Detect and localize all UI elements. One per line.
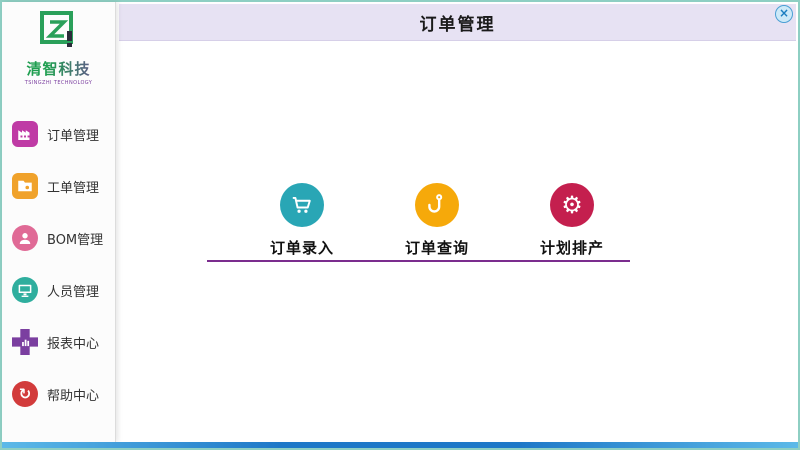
action-order-entry[interactable]: 订单录入 bbox=[262, 183, 342, 258]
sidebar-item-label: 人员管理 bbox=[47, 284, 100, 300]
refresh-icon: ↻ bbox=[12, 381, 38, 407]
sidebar-item-label: 工单管理 bbox=[47, 180, 100, 196]
page-title: 订单管理 bbox=[419, 14, 496, 35]
sidebar-item-bom-management[interactable]: BOM管理 bbox=[2, 212, 115, 264]
folder-icon bbox=[12, 173, 38, 199]
workstation-icon bbox=[12, 277, 38, 303]
sidebar-item-personnel-management[interactable]: 人员管理 bbox=[2, 264, 115, 316]
sidebar-item-label: 订单管理 bbox=[47, 128, 100, 144]
gear-icon: ⚙ bbox=[550, 183, 594, 227]
sidebar-item-help-center[interactable]: ↻ 帮助中心 bbox=[2, 368, 115, 420]
company-name: 清智科技 bbox=[6, 58, 111, 79]
action-row: 订单录入 订单查询 ⚙ 计划排产 bbox=[262, 183, 612, 258]
person-icon bbox=[12, 225, 38, 251]
sidebar-menu: 订单管理 工单管理 BOM管理 bbox=[2, 108, 115, 420]
close-button[interactable]: × bbox=[775, 5, 793, 23]
sidebar: 清智科技 TSINGZHI TECHNOLOGY 订单管理 bbox=[2, 2, 116, 442]
main-content: 订单录入 订单查询 ⚙ 计划排产 bbox=[119, 41, 796, 442]
sidebar-item-label: 报表中心 bbox=[47, 336, 100, 352]
report-cross-icon bbox=[12, 329, 38, 355]
bottom-status-strip bbox=[2, 442, 798, 448]
company-name-en: TSINGZHI TECHNOLOGY bbox=[24, 80, 93, 86]
sidebar-item-label: 帮助中心 bbox=[47, 388, 100, 404]
close-icon: × bbox=[778, 6, 790, 20]
action-label: 计划排产 bbox=[539, 239, 604, 257]
divider-line bbox=[207, 260, 630, 262]
company-logo-icon bbox=[38, 10, 80, 56]
logo: 清智科技 TSINGZHI TECHNOLOGY bbox=[2, 2, 115, 90]
action-label: 订单录入 bbox=[269, 239, 334, 257]
sidebar-item-label: BOM管理 bbox=[47, 232, 104, 248]
sidebar-item-workorder-management[interactable]: 工单管理 bbox=[2, 160, 115, 212]
sidebar-item-report-center[interactable]: 报表中心 bbox=[2, 316, 115, 368]
title-bar: 订单管理 bbox=[119, 4, 796, 41]
action-order-query[interactable]: 订单查询 bbox=[397, 183, 477, 258]
factory-icon bbox=[12, 121, 38, 147]
action-label: 订单查询 bbox=[404, 239, 469, 257]
hook-icon bbox=[415, 183, 459, 227]
action-production-scheduling[interactable]: ⚙ 计划排产 bbox=[532, 183, 612, 258]
sidebar-item-order-management[interactable]: 订单管理 bbox=[2, 108, 115, 160]
cart-icon bbox=[280, 183, 324, 227]
